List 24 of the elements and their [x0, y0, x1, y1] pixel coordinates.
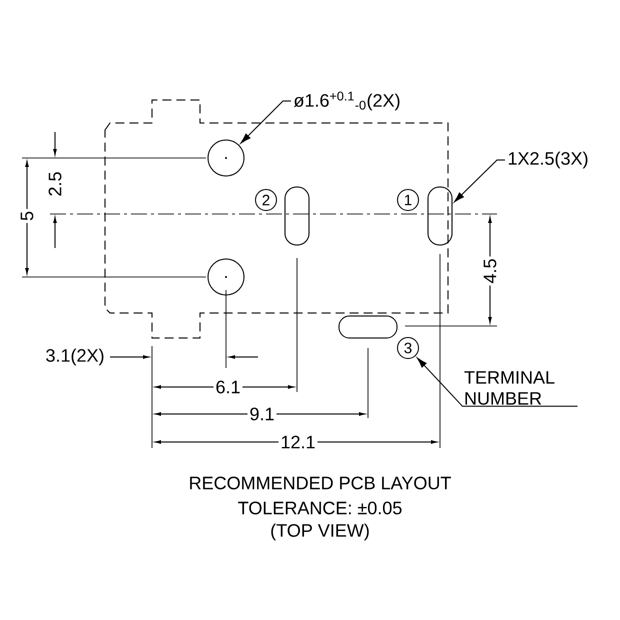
leader-line — [454, 160, 506, 202]
slot-pad — [428, 186, 452, 246]
dimension-label: 2.5 — [46, 170, 64, 198]
drill-hole — [208, 258, 244, 296]
callout-text: TERMINAL NUMBER — [464, 371, 554, 405]
dimension-label: 12.1 — [278, 434, 318, 450]
dimension-label: 4.5 — [482, 256, 498, 286]
dimension-label: 3.1(2X) — [46, 348, 104, 366]
terminal-number: 3 — [397, 337, 419, 359]
slot-pad — [338, 316, 398, 338]
drill-hole — [208, 140, 244, 176]
caption-text: RECOMMENDED PCB LAYOUT — [190, 476, 451, 490]
slot-pad — [284, 186, 310, 246]
dimension-label: 5 — [18, 209, 36, 223]
dimension-label: 9.1 — [248, 406, 277, 422]
terminal-number: 1 — [397, 189, 419, 211]
leader-line — [240, 100, 292, 144]
note-text: TOLERANCE: ±0.05 — [238, 502, 402, 514]
dimension-label: 6.1 — [214, 378, 243, 396]
leader-line — [416, 358, 578, 407]
terminal-number: 2 — [255, 189, 277, 211]
callout-text: 1X2.5(3X) — [508, 152, 588, 168]
note-text: (TOP VIEW) — [271, 524, 369, 540]
callout-text: ø1.6$^{+0.1}$$_{-0}$(2X) — [294, 92, 400, 110]
